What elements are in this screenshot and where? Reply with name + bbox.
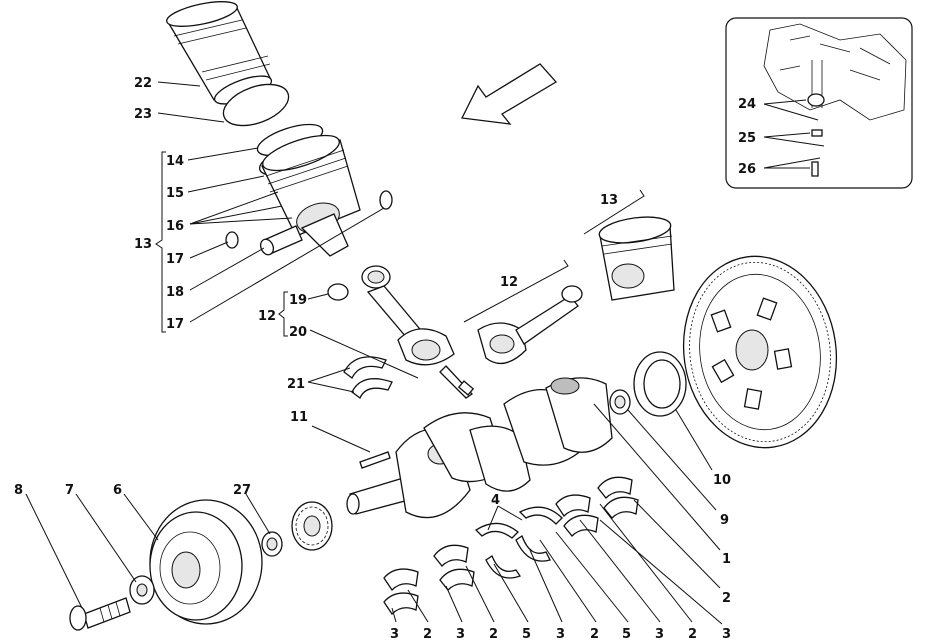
direction-arrow-icon bbox=[461, 63, 558, 125]
woodruff-key bbox=[359, 451, 391, 469]
engine-detail-inset bbox=[725, 17, 913, 189]
circlip-right bbox=[379, 190, 393, 210]
connecting-rod-right bbox=[477, 285, 583, 365]
flywheel bbox=[682, 255, 838, 449]
bracket-12-left bbox=[278, 291, 288, 337]
callout-bottom-3: 3 bbox=[456, 627, 465, 642]
rod-bearing-shells bbox=[343, 356, 393, 400]
liner-seal-ring bbox=[222, 83, 290, 127]
callout-17-lower: 17 bbox=[166, 317, 184, 332]
callout-4: 4 bbox=[491, 493, 500, 508]
callout-labels: 22 23 14 15 16 13 17 18 17 12 19 20 21 1… bbox=[14, 76, 756, 642]
callout-19: 19 bbox=[289, 293, 307, 308]
callout-bottom-9: 3 bbox=[655, 627, 664, 642]
callout-18: 18 bbox=[166, 285, 184, 300]
callout-11: 11 bbox=[290, 410, 308, 425]
callout-bottom-7: 2 bbox=[590, 627, 599, 642]
main-bearing-shells bbox=[383, 476, 639, 616]
callout-3-right: 3 bbox=[722, 627, 731, 642]
bracket-13-left bbox=[155, 151, 166, 333]
piston-pin bbox=[259, 225, 303, 256]
thrust-washers bbox=[474, 506, 563, 579]
callout-15: 15 bbox=[166, 186, 184, 201]
callout-13-right: 13 bbox=[600, 193, 618, 208]
connecting-rod-left bbox=[327, 265, 475, 399]
callout-6: 6 bbox=[113, 483, 122, 498]
piston-upper bbox=[261, 134, 361, 257]
callout-bottom-5: 5 bbox=[522, 627, 531, 642]
callout-22: 22 bbox=[134, 76, 152, 91]
callout-16: 16 bbox=[166, 219, 184, 234]
callout-9: 9 bbox=[720, 513, 729, 528]
callout-1: 1 bbox=[722, 552, 731, 567]
callout-17-upper: 17 bbox=[166, 252, 184, 267]
bracket-13-right bbox=[583, 189, 645, 235]
callout-27: 27 bbox=[233, 483, 251, 498]
callout-12-left: 12 bbox=[258, 309, 276, 324]
pulley-washer bbox=[129, 575, 155, 605]
callout-10: 10 bbox=[713, 473, 731, 488]
cylinder-liner bbox=[166, 1, 273, 105]
piston-right bbox=[598, 216, 675, 301]
callout-bottom-2: 2 bbox=[423, 627, 432, 642]
pulley-bolt bbox=[69, 597, 131, 631]
callout-2-right: 2 bbox=[722, 591, 731, 606]
callout-21: 21 bbox=[287, 377, 305, 392]
callout-24: 24 bbox=[738, 97, 756, 112]
callout-20: 20 bbox=[289, 325, 307, 340]
callout-25: 25 bbox=[738, 131, 756, 146]
circlip-left bbox=[225, 231, 239, 249]
callout-26: 26 bbox=[738, 162, 756, 177]
bracket-12-right bbox=[463, 259, 569, 323]
callout-23: 23 bbox=[134, 107, 152, 122]
timing-gear bbox=[291, 501, 333, 551]
leader-lines bbox=[25, 81, 723, 625]
callout-7: 7 bbox=[65, 483, 74, 498]
callout-14: 14 bbox=[166, 154, 184, 169]
callout-bottom-1: 3 bbox=[390, 627, 399, 642]
crankshaft bbox=[346, 377, 613, 519]
bottom-callout-row: 3 2 3 2 5 3 2 5 3 2 bbox=[390, 627, 697, 642]
crank-seal-small-bore bbox=[614, 395, 626, 409]
callout-8: 8 bbox=[14, 483, 23, 498]
gear-spacer bbox=[261, 531, 283, 557]
callout-13-left: 13 bbox=[134, 237, 152, 252]
crankshaft-pulley bbox=[149, 499, 263, 625]
callout-bottom-6: 3 bbox=[556, 627, 565, 642]
callout-bottom-4: 2 bbox=[489, 627, 498, 642]
rear-oil-seal bbox=[633, 351, 687, 417]
callout-bottom-10: 2 bbox=[688, 627, 697, 642]
callout-12-right: 12 bbox=[500, 275, 518, 290]
callout-bottom-8: 5 bbox=[622, 627, 631, 642]
